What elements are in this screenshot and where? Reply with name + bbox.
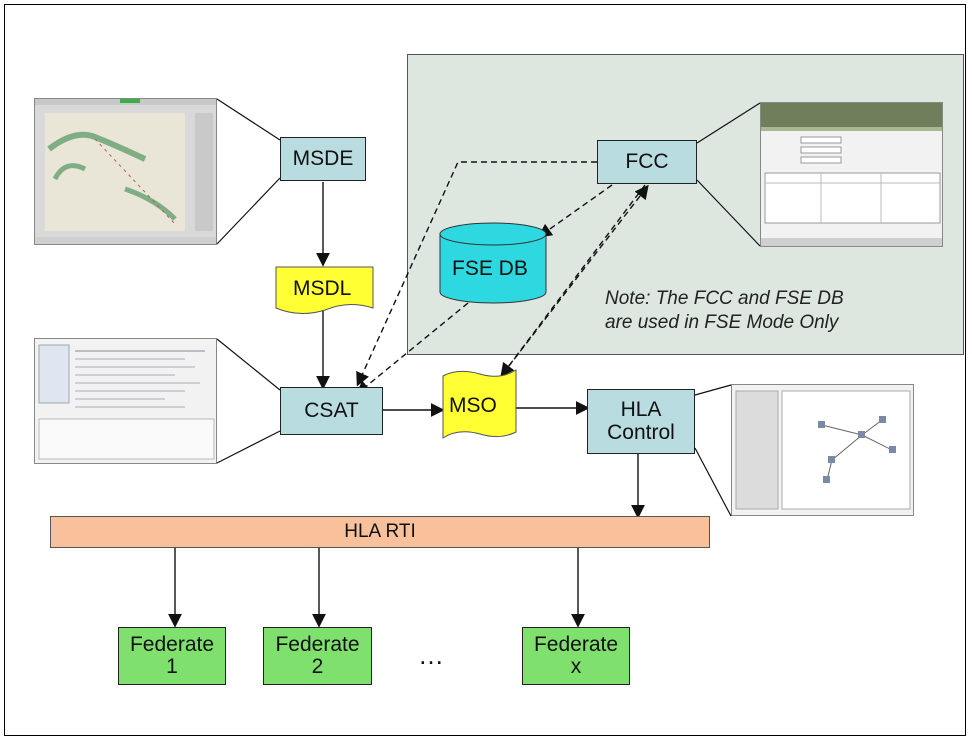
fse-mode-note: Note: The FCC and FSE DB are used in FSE… [605,287,950,335]
note-line-2: are used in FSE Mode Only [605,311,839,333]
dashed-arrows [355,161,649,395]
federate-1-node: Federate 1 [118,627,226,685]
msdl-document-shape [275,266,374,314]
table-image [38,344,215,460]
fcc-screenshot-thumbnail [760,102,943,247]
callout-lines [216,98,761,517]
network-image [735,390,911,510]
msde-screenshot-thumbnail [34,98,217,245]
fcc-label: FCC [625,149,669,173]
federate-2-label: Federate 2 [275,632,360,678]
csat-screenshot-thumbnail [34,338,217,464]
hla-rti-label: HLA RTI [344,521,416,543]
fse-db-label: FSE DB [452,257,528,280]
msde-label: MSDE [292,146,354,170]
csat-node: CSAT [280,387,383,435]
ellipsis: … [418,640,447,670]
fcc-node: FCC [597,140,697,184]
form-image [761,103,942,246]
hla-control-screenshot-thumbnail [731,384,914,516]
mso-document-shape [442,369,517,439]
hla-control-label: HLA Control [607,398,675,444]
federate-x-node: Federate x [522,627,630,685]
msde-node: MSDE [280,137,366,181]
mso-label: MSO [449,394,497,417]
federate-1-label: Federate 1 [129,632,215,678]
csat-label: CSAT [304,398,359,422]
fse-db-cylinder [439,222,547,304]
note-line-1: Note: The FCC and FSE DB [605,288,844,309]
map-image [35,99,216,244]
federate-x-label: Federate x [533,632,619,678]
solid-arrows [168,182,645,628]
msdl-label: MSDL [293,277,352,300]
hla-rti-bar: HLA RTI [50,516,710,548]
federate-2-node: Federate 2 [263,627,372,685]
hla-control-node: HLA Control [587,389,695,454]
